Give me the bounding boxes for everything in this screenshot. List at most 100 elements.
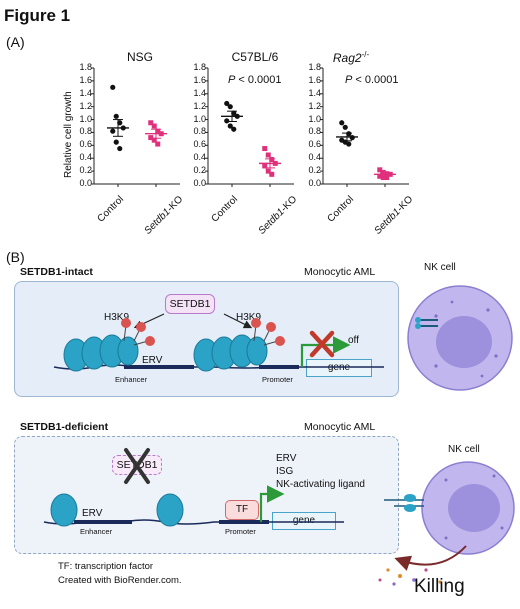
nk-cell-top-icon <box>407 285 513 391</box>
deficient-diagram <box>43 448 344 527</box>
h3k9-right: H3K9 <box>236 312 262 323</box>
output-erv: ERV <box>276 453 297 464</box>
deficient-outputs: ERV ISG NK-activating ligand <box>276 452 365 491</box>
nk-cell-label-top: NK cell <box>424 262 456 273</box>
y-tick-label: 1.4 <box>193 87 206 98</box>
data-point <box>110 84 116 90</box>
nucleosome-right-icon <box>156 493 184 527</box>
data-point <box>148 135 154 141</box>
data-point <box>113 113 119 119</box>
nucleosome-cluster-right-icon <box>193 334 268 372</box>
erv-label-intact: ERV <box>142 355 163 366</box>
y-tick-label: 0.0 <box>308 178 321 188</box>
y-tick-label: 1.6 <box>193 74 206 85</box>
x-cat-ko-3: Setdb1-KO <box>372 194 416 237</box>
data-point <box>151 137 157 143</box>
h3k9-left: H3K9 <box>104 312 130 323</box>
p-value-c57: P < 0.0001 <box>228 74 282 86</box>
y-tick-label: 1.2 <box>308 100 321 111</box>
y-tick-label: 1.8 <box>193 62 206 72</box>
setdb1-deleted-x-icon <box>124 448 150 484</box>
y-tick-label: 0.6 <box>193 139 206 150</box>
data-point <box>262 146 268 152</box>
y-tick-label: 0.4 <box>193 152 206 163</box>
y-tick-label: 1.2 <box>79 100 92 111</box>
erv-label-deficient: ERV <box>82 508 103 519</box>
figure-title: Figure 1 <box>4 6 71 25</box>
y-tick-label: 1.0 <box>79 113 92 124</box>
data-point <box>110 128 116 134</box>
data-point <box>227 104 233 110</box>
data-point <box>117 145 123 152</box>
y-tick-label: 0.8 <box>79 126 92 137</box>
chart-nsg-plot <box>91 67 180 187</box>
panel-b-label: (B) <box>6 249 25 265</box>
footnote-biorender: Created with BioRender.com. <box>58 575 182 586</box>
data-point <box>224 118 230 124</box>
x-cat-control-1: Control <box>95 194 127 225</box>
y-tick-label: 1.4 <box>308 87 321 98</box>
data-point <box>380 169 386 175</box>
methyl-marks-right-icon <box>251 318 285 346</box>
nucleosome-cluster-left-icon <box>63 334 139 372</box>
y-tick-label: 0.6 <box>308 139 321 150</box>
transcription-arrow-deficient <box>259 485 285 522</box>
tf-box: TF <box>225 500 259 520</box>
data-point <box>265 168 271 174</box>
setdb1-enzyme: SETDB1 <box>165 294 215 314</box>
chart-title-nsg: NSG <box>126 50 153 64</box>
nk-cell-bottom-icon <box>384 461 515 555</box>
data-point <box>265 152 271 158</box>
enhancer-bar <box>124 365 194 369</box>
methyl-marks-left-icon <box>121 318 155 346</box>
output-nk-ligand: NK-activating ligand <box>276 479 365 490</box>
enhancer-label-intact: Enhancer <box>115 375 148 384</box>
promoter-label-deficient: Promoter <box>225 527 256 536</box>
data-point <box>269 157 275 163</box>
data-point <box>113 139 119 145</box>
intact-context: Monocytic AML <box>304 266 376 278</box>
data-point <box>231 126 237 132</box>
y-tick-label: 1.0 <box>193 113 206 124</box>
data-point <box>269 171 275 177</box>
x-cat-control-2: Control <box>209 194 241 225</box>
y-tick-label: 1.6 <box>308 74 321 85</box>
y-tick-label: 0.0 <box>79 178 92 188</box>
nucleosome-left-icon <box>50 493 78 527</box>
data-point <box>380 175 386 181</box>
y-tick-label: 0.4 <box>79 152 92 163</box>
y-tick-label: 0.2 <box>308 165 321 176</box>
data-point <box>155 128 161 134</box>
promoter-bar <box>259 365 299 369</box>
intact-title: SETDB1-intact <box>20 266 93 278</box>
output-isg: ISG <box>276 466 294 477</box>
nk-cell-label-bottom: NK cell <box>448 444 480 455</box>
y-tick-label: 0.4 <box>308 152 321 163</box>
data-point <box>384 175 390 181</box>
y-tick-label: 1.2 <box>193 100 206 111</box>
p-value-rag2: P < 0.0001 <box>345 74 399 86</box>
data-point <box>224 100 230 107</box>
deficient-context: Monocytic AML <box>304 421 376 433</box>
gene-box-deficient: gene <box>272 512 336 530</box>
data-point <box>377 167 383 173</box>
promoter-label-intact: Promoter <box>262 375 293 384</box>
data-point <box>151 123 157 129</box>
data-point <box>346 141 352 147</box>
deficient-box <box>14 436 399 554</box>
intact-diagram <box>53 313 384 372</box>
y-tick-label: 1.8 <box>308 62 321 72</box>
panel-a-label: (A) <box>6 34 25 50</box>
x-cat-ko-2: Setdb1-KO <box>256 194 300 237</box>
y-tick-label: 1.8 <box>79 62 92 72</box>
x-cat-control-3: Control <box>325 194 357 225</box>
transcription-arrow-intact <box>300 336 351 367</box>
enhancer-label-deficient: Enhancer <box>80 527 113 536</box>
blocked-x-icon <box>309 330 335 358</box>
off-label: off <box>348 335 359 346</box>
data-point <box>227 123 233 129</box>
x-cat-ko-1: Setdb1-KO <box>142 194 186 237</box>
footnote-tf: TF: transcription factor <box>58 561 154 572</box>
chart-title-rag2: Rag2-/- <box>332 50 370 65</box>
data-point <box>377 173 383 179</box>
